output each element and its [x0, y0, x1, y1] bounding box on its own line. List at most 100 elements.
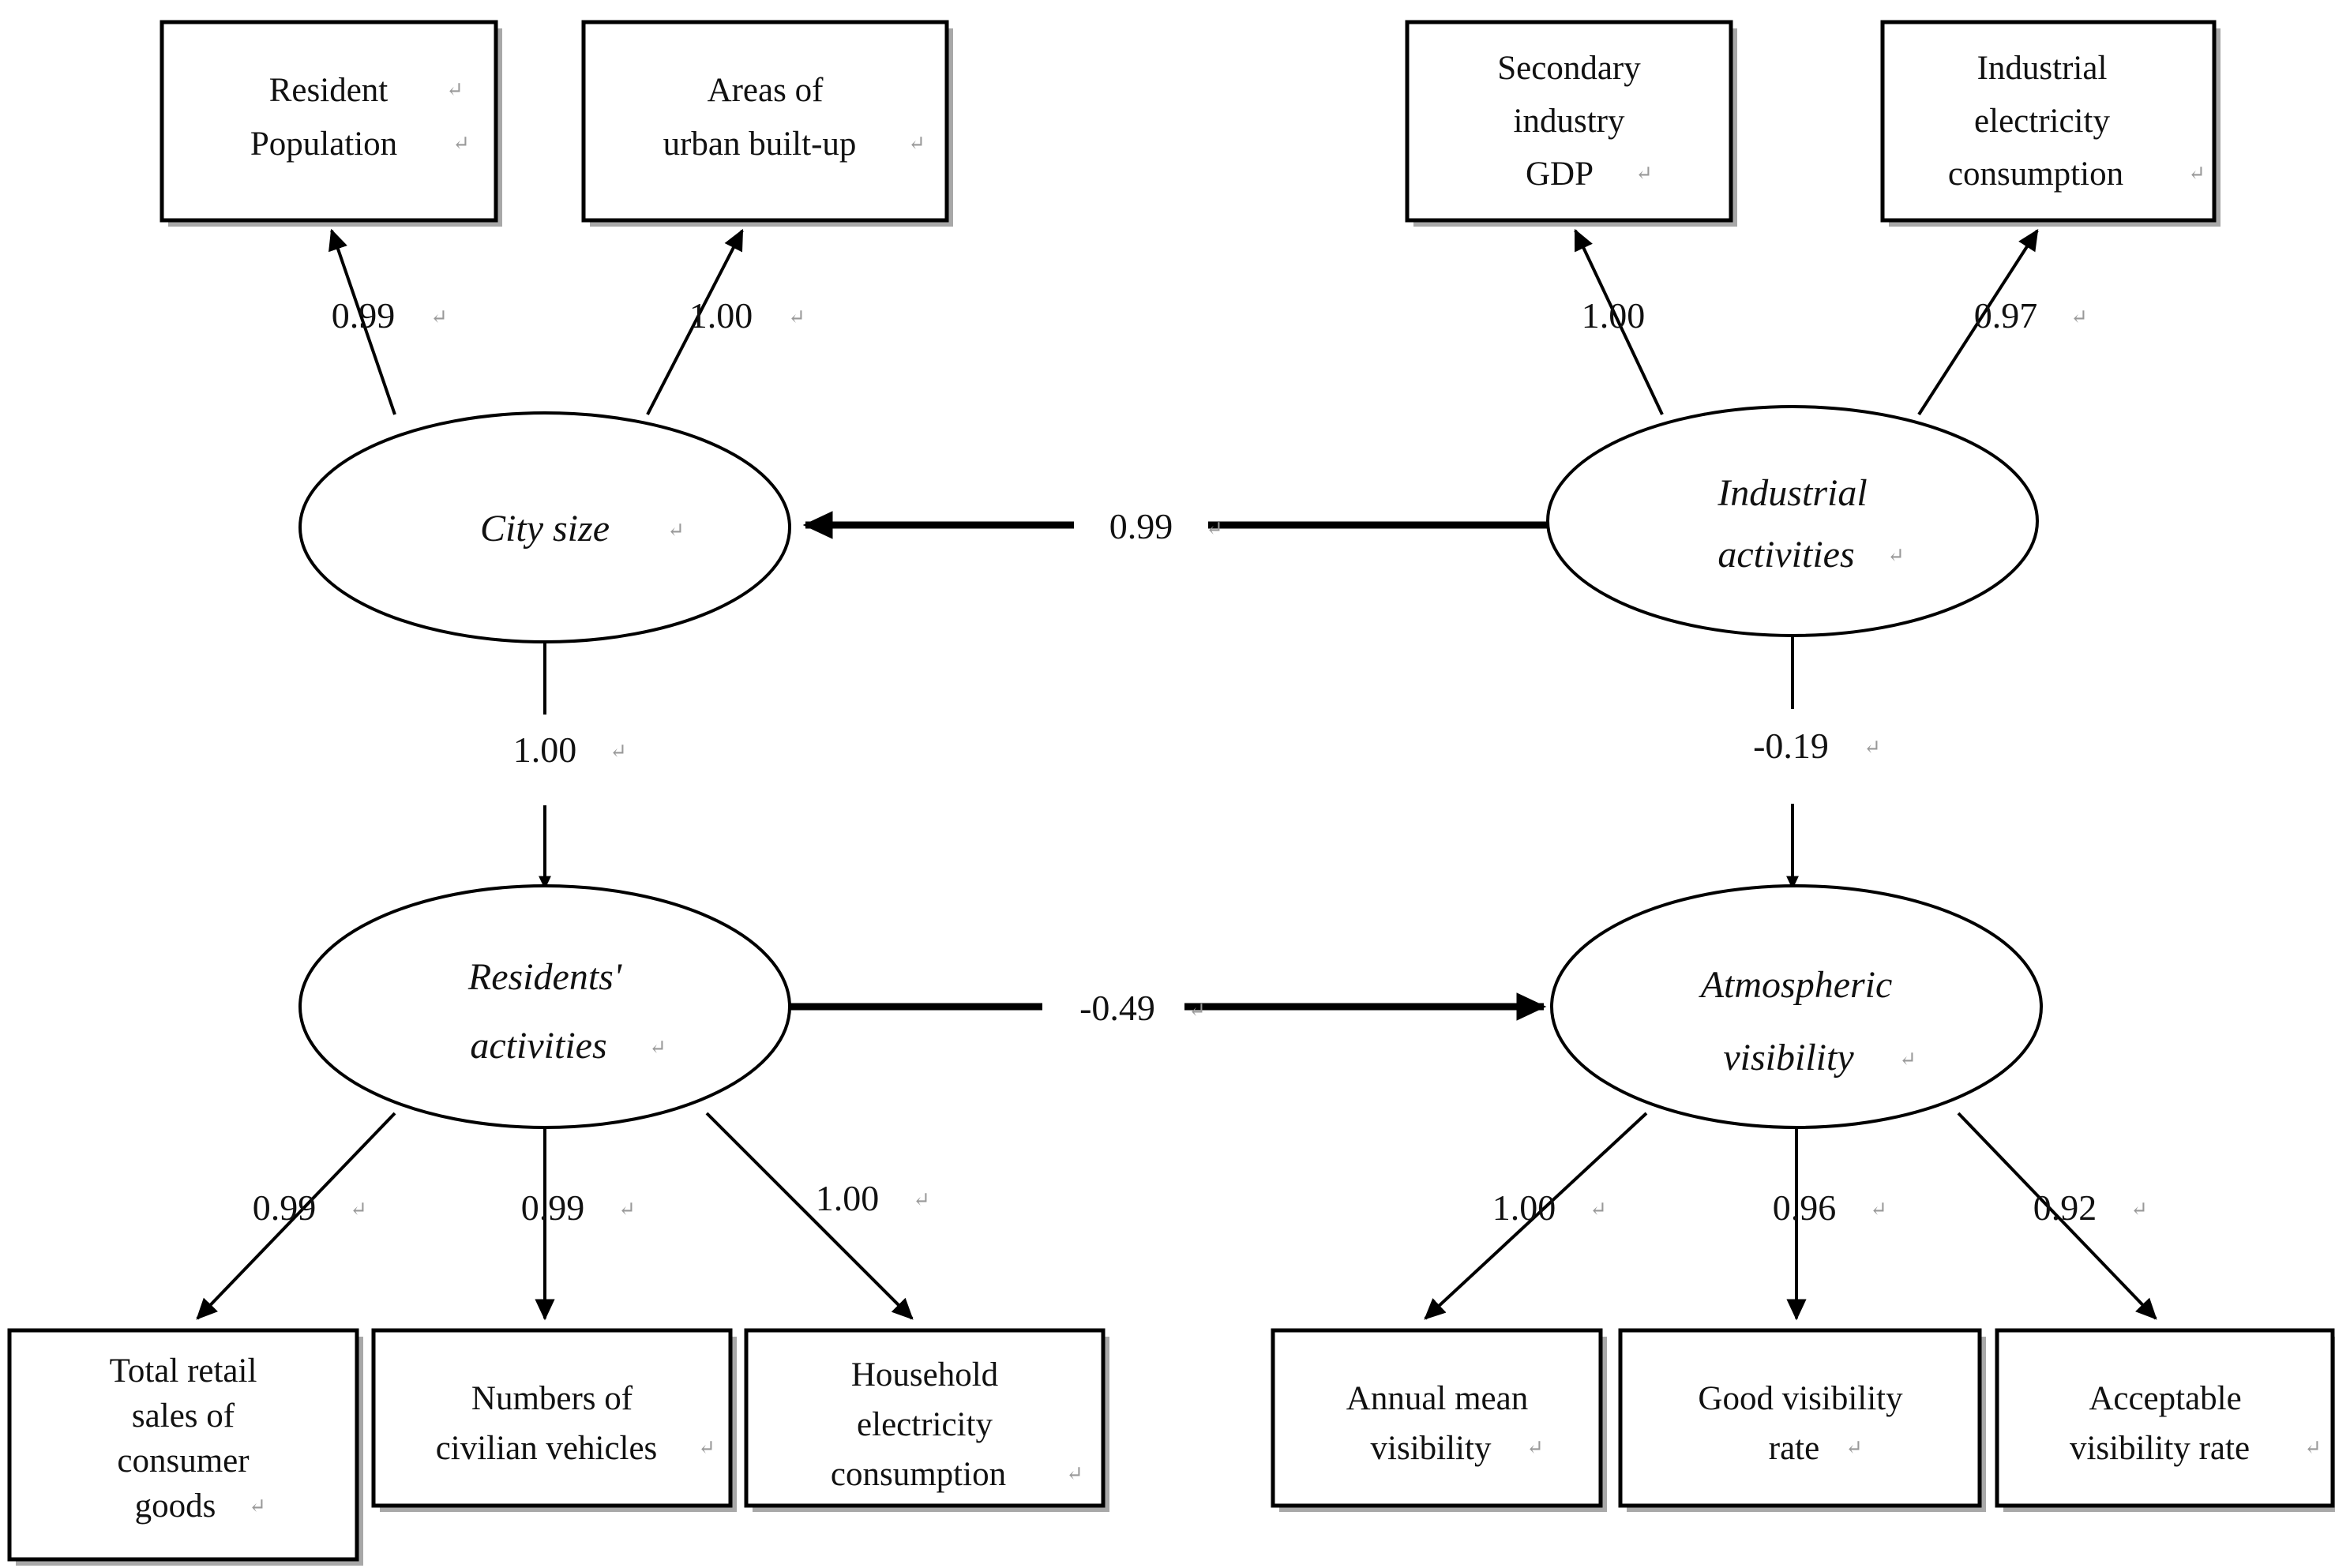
pilcrow-mark: ↵ — [649, 1036, 666, 1059]
observed-label-line1: Acceptable — [2089, 1380, 2241, 1417]
observed-box-annual-mean-visibility: Annual mean visibility ↵ — [1271, 1328, 1607, 1512]
pilcrow-mark: ↵ — [1188, 999, 1206, 1022]
pilcrow-mark: ↵ — [913, 1188, 930, 1211]
coef-visibility-annual-mean-visibility: 1.00 ↵ — [1492, 1187, 1607, 1228]
pilcrow-mark: ↵ — [350, 1198, 367, 1221]
pilcrow-mark: ↵ — [1066, 1462, 1083, 1485]
pilcrow-mark: ↵ — [2188, 162, 2205, 185]
svg-text:0.96: 0.96 — [1773, 1187, 1837, 1228]
pilcrow-mark: ↵ — [430, 306, 448, 328]
observed-label-line3: consumption — [831, 1456, 1006, 1493]
observed-label-line1: Household — [851, 1356, 998, 1394]
latent-label-industrial-line1: Industrial — [1717, 472, 1867, 514]
path-arrow-visibility-to-acceptable-visibility-rate — [1957, 1112, 2157, 1320]
observed-label-line1: Industrial — [1977, 50, 2108, 87]
pilcrow-mark: ↵ — [1526, 1436, 1544, 1459]
observed-label-line2: civilian vehicles — [436, 1430, 658, 1467]
latent-label-city-size: City size — [480, 508, 610, 550]
svg-text:1.00: 1.00 — [689, 295, 753, 336]
latent-label-residents-line2: activities — [470, 1025, 606, 1067]
observed-label-line1: Numbers of — [471, 1380, 633, 1417]
observed-label-line2: industry — [1514, 103, 1625, 140]
observed-box-good-visibility-rate: Good visibility rate ↵ — [1618, 1328, 1986, 1512]
svg-text:0.99: 0.99 — [253, 1187, 317, 1228]
path-arrow-residents-to-total-retail-sales — [196, 1112, 396, 1320]
pilcrow-mark: ↵ — [1845, 1436, 1863, 1459]
observed-box-secondary-industry-gdp: Secondary industry GDP ↵ — [1405, 20, 1737, 227]
latent-node-industrial-activities: Industrial activities ↵ — [1546, 405, 2039, 637]
latent-node-atmospheric-visibility: Atmospheric visibility ↵ — [1550, 884, 2043, 1129]
svg-text:0.99: 0.99 — [521, 1187, 585, 1228]
coef-visibility-good-visibility-rate: 0.96 ↵ — [1773, 1187, 1887, 1228]
observed-box-industrial-electricity-consumption: Industrial electricity consumption ↵ — [1880, 20, 2221, 227]
path-arrow-industrial-to-secondary-industry-gdp — [1574, 228, 1664, 415]
coef-residents-household-electricity: 1.00 ↵ — [816, 1178, 930, 1218]
coef-residents-total-retail-sales: 0.99 ↵ — [253, 1187, 367, 1228]
observed-box-areas-urban-built-up: Areas of urban built-up ↵ — [581, 20, 953, 227]
observed-label-line1: Good visibility — [1698, 1380, 1903, 1417]
observed-box-acceptable-visibility-rate: Acceptable visibility rate ↵ — [1995, 1328, 2335, 1512]
latent-node-residents-activities: Residents' activities ↵ — [298, 884, 791, 1129]
observed-label-line2: Population — [250, 126, 397, 163]
pilcrow-mark: ↵ — [667, 519, 685, 542]
observed-label-line1: Total retail — [110, 1352, 257, 1390]
observed-label-line2: sales of — [132, 1397, 235, 1435]
observed-box-numbers-civilian-vehicles: Numbers of civilian vehicles ↵ — [371, 1328, 737, 1512]
svg-text:1.00: 1.00 — [816, 1178, 880, 1218]
observed-label-line2: visibility — [1371, 1430, 1492, 1467]
path-arrow-residents-to-household-electricity — [705, 1112, 914, 1320]
pilcrow-mark: ↵ — [1635, 162, 1653, 185]
pilcrow-mark: ↵ — [1899, 1048, 1916, 1071]
pilcrow-mark: ↵ — [2304, 1436, 2322, 1459]
coef-visibility-acceptable-visibility-rate: 0.92 ↵ — [2033, 1187, 2148, 1228]
latent-label-atmospheric-line2: visibility — [1723, 1037, 1854, 1078]
pilcrow-mark: ↵ — [908, 132, 925, 155]
svg-text:0.97: 0.97 — [1974, 295, 2038, 336]
observed-box-household-electricity-consumption: Household electricity consumption ↵ — [744, 1328, 1109, 1512]
observed-label-line1: Areas of — [708, 72, 824, 109]
observed-label-line4: goods — [135, 1487, 216, 1525]
latent-node-city-size: City size ↵ — [298, 411, 791, 643]
coef-residents-atmospheric: -0.49 — [1079, 988, 1155, 1028]
path-industrial-to-city-size: 0.99 ↵ — [802, 506, 1548, 546]
path-arrow-city-size-to-areas-urban-built-up — [646, 228, 744, 415]
pilcrow-mark: ↵ — [1870, 1198, 1887, 1221]
pilcrow-mark: ↵ — [249, 1495, 266, 1517]
pilcrow-mark: ↵ — [618, 1198, 636, 1221]
observed-label-line2: electricity — [857, 1406, 993, 1443]
pilcrow-mark: ↵ — [2130, 1198, 2148, 1221]
pilcrow-mark: ↵ — [1887, 544, 1905, 567]
svg-text:0.92: 0.92 — [2033, 1187, 2097, 1228]
coef-city-size-resident-population: 0.99 ↵ — [332, 295, 448, 336]
pilcrow-mark: ↵ — [788, 306, 805, 328]
observed-label-line1: Annual mean — [1346, 1380, 1528, 1417]
coef-industrial-city-size: 0.99 — [1109, 506, 1173, 546]
pilcrow-mark: ↵ — [446, 78, 464, 101]
observed-label-line2: urban built-up — [663, 126, 857, 163]
svg-text:1.00: 1.00 — [1582, 295, 1646, 336]
svg-text:0.99: 0.99 — [332, 295, 396, 336]
observed-label-line2: visibility rate — [2070, 1430, 2250, 1467]
observed-label-line3: GDP — [1526, 156, 1594, 193]
pilcrow-mark: ↵ — [1590, 1198, 1607, 1221]
observed-box-resident-population: Resident Population ↵ ↵ — [160, 20, 502, 227]
pilcrow-mark: ↵ — [1206, 517, 1223, 540]
observed-label-line2: electricity — [1974, 103, 2110, 140]
observed-label-line3: consumption — [1948, 156, 2123, 193]
pilcrow-mark: ↵ — [610, 740, 627, 763]
coef-industrial-secondary-industry-gdp: 1.00 — [1582, 295, 1646, 336]
path-residents-to-atmospheric-visibility: -0.49 ↵ — [790, 988, 1547, 1028]
observed-label-line1: Secondary — [1497, 50, 1641, 87]
path-arrow-visibility-to-annual-mean-visibility — [1424, 1112, 1648, 1320]
path-city-size-to-residents-activities: 1.00 ↵ — [513, 641, 627, 890]
observed-box-total-retail-sales: Total retail sales of consumer goods ↵ — [7, 1328, 363, 1566]
observed-label-line1: Resident — [269, 72, 389, 109]
pilcrow-mark: ↵ — [698, 1436, 715, 1459]
coef-industrial-atmospheric: -0.19 — [1753, 726, 1829, 766]
latent-label-residents-line1: Residents' — [467, 956, 622, 998]
path-industrial-to-atmospheric-visibility: -0.19 ↵ — [1753, 636, 1881, 890]
observed-label-line3: consumer — [117, 1442, 249, 1480]
latent-label-industrial-line2: activities — [1717, 534, 1854, 576]
